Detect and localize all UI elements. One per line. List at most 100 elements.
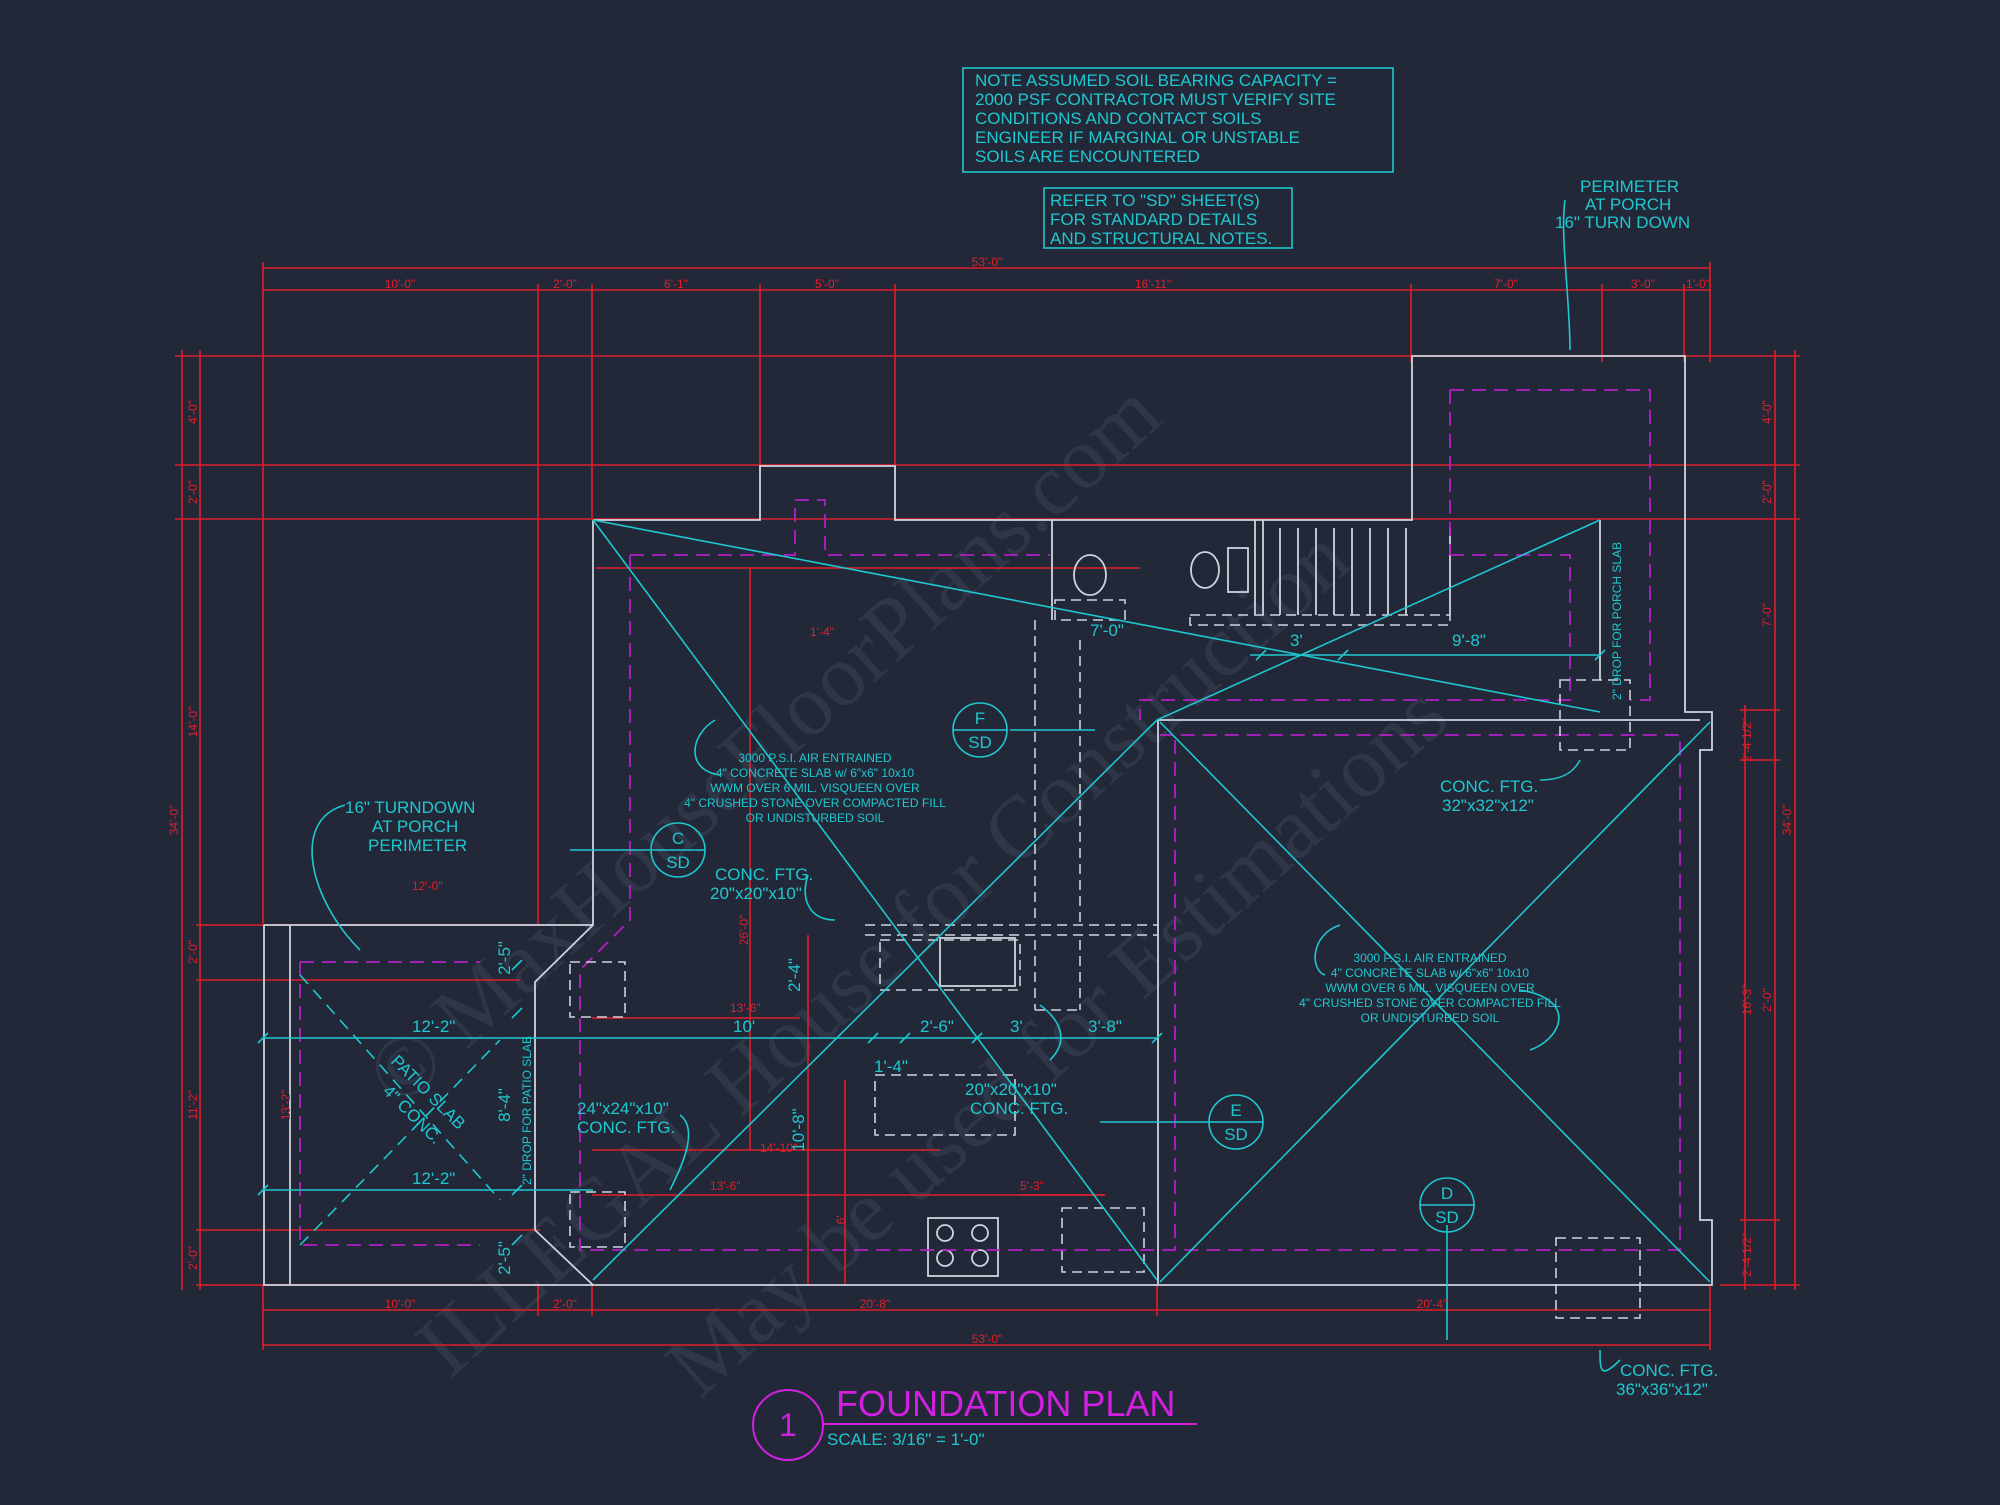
turndown-note: AT PORCH	[372, 817, 458, 836]
section-marker-e: E SD	[1208, 1094, 1264, 1150]
soil-note-line: NOTE ASSUMED SOIL BEARING CAPACITY =	[975, 71, 1337, 90]
refer-note-line: FOR STANDARD DETAILS	[1050, 210, 1257, 229]
watermark: © MaxHouseFloorPlans.com ILLEGAL House f…	[348, 364, 1465, 1415]
lavatory-icon	[1073, 554, 1107, 596]
soil-note-line: 2000 PSF CONTRACTOR MUST VERIFY SITE	[975, 90, 1336, 109]
section-sheet: SD	[1435, 1208, 1459, 1227]
dim-left: 4'-0"	[186, 400, 200, 424]
dim-right: 2'-4 1/2"	[1740, 1233, 1754, 1277]
refer-note: REFER TO "SD" SHEET(S) FOR STANDARD DETA…	[1043, 187, 1293, 249]
dim-bottom: 10'-0"	[385, 1297, 416, 1311]
slab-note-right: 3000 P.S.I. AIR ENTRAINED	[1353, 951, 1507, 965]
slab-note-left: 4" CONCRETE SLAB w/ 6"x6" 10x10	[716, 766, 915, 780]
toilet-icon	[1190, 551, 1220, 589]
dim-right: 2'-0"	[1760, 480, 1774, 504]
soil-note-line: ENGINEER IF MARGINAL OR UNSTABLE	[975, 128, 1300, 147]
dim-right: 2'-4 1/2"	[1740, 718, 1754, 762]
turndown-note: 16" TURNDOWN	[345, 798, 475, 817]
section-sheet: SD	[968, 733, 992, 752]
slab-note-right: OR UNDISTURBED SOIL	[1361, 1011, 1500, 1025]
slab-note-left: WWM OVER 6 MIL. VISQUEEN OVER	[710, 781, 920, 795]
dim-right: 16'-3"	[1740, 985, 1754, 1016]
dim-bottom-overall: 53'-0"	[972, 1332, 1003, 1346]
dim-top: 16'-11"	[1135, 277, 1171, 291]
dim-interior: 3'	[1290, 631, 1303, 650]
footing-24-pad	[569, 961, 626, 1018]
drawing-title: 1 FOUNDATION PLAN SCALE: 3/16" = 1'-0"	[752, 1383, 1197, 1461]
dim-right-overall: 34'-0"	[1780, 805, 1794, 836]
footing-32-note: 32"x32"x12"	[1442, 796, 1534, 815]
footing-24-note: CONC. FTG.	[577, 1118, 675, 1137]
slab-note-right: 4" CRUSHED STONE OVER COMPACTED FILL	[1299, 996, 1561, 1010]
dim-interior: 5'-3"	[1020, 1179, 1044, 1193]
refer-note-line: REFER TO "SD" SHEET(S)	[1050, 191, 1260, 210]
soil-note: NOTE ASSUMED SOIL BEARING CAPACITY = 200…	[962, 67, 1394, 173]
kitchen-sink-icon	[879, 939, 1021, 991]
footing-20-bottom-note: CONC. FTG.	[970, 1099, 1068, 1118]
section-letter: F	[975, 709, 985, 728]
dim-top: 1'-0"	[1686, 277, 1710, 291]
dim-interior: 12'-2"	[412, 1017, 455, 1036]
turndown-note: PERIMETER	[368, 836, 467, 855]
dim-right: 7'-0"	[1760, 603, 1774, 627]
dim-right: 4'-0"	[1760, 400, 1774, 424]
dim-interior: 13'-2"	[279, 1090, 293, 1121]
range-icon	[927, 1217, 999, 1277]
dim-interior: 26'-0"	[737, 915, 751, 946]
section-marker-c: C SD	[650, 822, 706, 878]
dim-interior: 9'-8"	[1452, 631, 1486, 650]
dim-interior: 6'	[834, 1216, 848, 1225]
perimeter-porch-note: PERIMETER	[1580, 177, 1679, 196]
dim-right: 2'-0"	[1760, 988, 1774, 1012]
dim-top: 10'-0"	[385, 277, 416, 291]
dim-top-overall: 53'-0"	[972, 255, 1003, 269]
slab-note-left: OR UNDISTURBED SOIL	[746, 811, 885, 825]
dim-interior: 2'-5"	[495, 941, 514, 975]
section-sheet: SD	[1224, 1125, 1248, 1144]
section-marker-f: F SD	[952, 702, 1008, 758]
soil-note-line: SOILS ARE ENCOUNTERED	[975, 147, 1200, 166]
sink-basin-icon	[939, 937, 1016, 987]
dim-top: 6'-1"	[664, 277, 688, 291]
patio-drop-note: 2" DROP FOR PATIO SLAB	[520, 1036, 534, 1185]
slab-note-left: 4" CRUSHED STONE OVER COMPACTED FILL	[684, 796, 946, 810]
island-icon	[874, 1074, 1016, 1136]
dim-bottom: 20'-4"	[1417, 1297, 1448, 1311]
drawing-number: 1	[779, 1407, 797, 1443]
soil-note-line: CONDITIONS AND CONTACT SOILS	[975, 109, 1262, 128]
dim-left-overall: 34'-0"	[167, 805, 181, 836]
footing-32-note: CONC. FTG.	[1440, 777, 1538, 796]
section-letter: E	[1230, 1101, 1241, 1120]
dim-interior: 2'-6"	[920, 1017, 954, 1036]
dim-interior: 2'-4"	[785, 958, 804, 992]
footing-20-top-note: 20"x20"x10"	[710, 884, 802, 903]
dim-left: 14'-0"	[186, 707, 200, 738]
dimension-text: 53'-0" 10'-0" 2'-0" 6'-1" 5'-0" 16'-11" …	[167, 255, 1794, 1346]
dim-interior: 1'-4"	[810, 625, 834, 639]
footing-36-note: CONC. FTG.	[1620, 1361, 1718, 1380]
toilet-tank-icon	[1227, 547, 1249, 593]
dim-interior: 13'-6"	[730, 1001, 761, 1015]
section-letter: C	[672, 829, 684, 848]
stair	[1254, 520, 1451, 615]
dim-interior: 8'-4"	[495, 1088, 514, 1122]
dim-top: 5'-0"	[815, 277, 839, 291]
drawing-title-text: FOUNDATION PLAN	[836, 1383, 1175, 1424]
footing-36-note: 36"x36"x12"	[1616, 1380, 1708, 1399]
dim-interior: 12'-0"	[412, 879, 443, 893]
dim-top: 3'-0"	[1631, 277, 1655, 291]
footing-20-top-note: CONC. FTG.	[715, 865, 813, 884]
dim-interior: 10'-8"	[789, 1108, 808, 1151]
slab-note-left: 3000 P.S.I. AIR ENTRAINED	[738, 751, 892, 765]
dim-bottom: 2'-0"	[553, 1297, 577, 1311]
slab-diagonals	[263, 519, 1711, 1283]
slab-note-right: WWM OVER 6 MIL. VISQUEEN OVER	[1325, 981, 1535, 995]
dim-left: 11'-2"	[186, 1090, 200, 1120]
footing-outlines	[299, 389, 1681, 1319]
appliance-icon	[1061, 1207, 1145, 1273]
dim-interior: 13'-6"	[710, 1179, 741, 1193]
section-sheet: SD	[666, 853, 690, 872]
dim-left: 2'-0"	[186, 1246, 200, 1270]
